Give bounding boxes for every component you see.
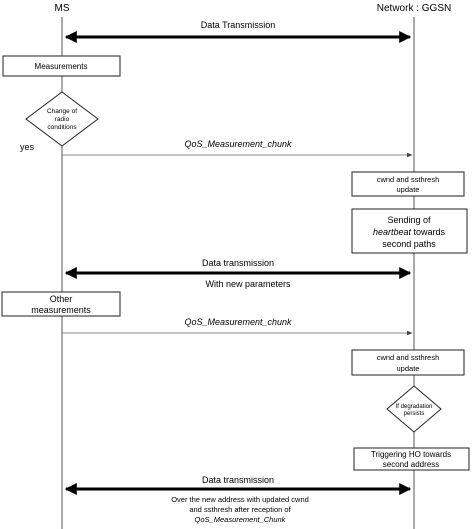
degradation-persists-line-2: persists <box>404 411 425 417</box>
degradation-persists-line-1: If degradation <box>396 404 433 410</box>
cwnd-update-2-line-2: update <box>397 364 420 373</box>
yes-label: yes <box>20 142 35 152</box>
triggering-ho-box <box>353 447 470 471</box>
final-note-line-3: QoS_Measurement_Chunk <box>195 515 287 524</box>
other-measurements-box <box>1 291 121 317</box>
participant-network-ggsn: Network : GGSN <box>377 3 451 14</box>
cwnd-update-box-2 <box>351 349 465 376</box>
change-radio-conditions-decision <box>25 91 99 147</box>
change-radio-conditions-line-3: conditions <box>47 124 77 131</box>
final-note-line-2: and ssthresh after reception of <box>189 505 291 514</box>
data-transmission-label-2: Data transmission <box>202 258 274 268</box>
data-transmission-label-3: Data transmission <box>202 475 274 485</box>
triggering-ho-line-2: second address <box>383 460 439 469</box>
change-radio-conditions-line-1: Change of <box>47 108 77 115</box>
measurements-box <box>2 55 121 77</box>
cwnd-update-1-line-1: cwnd and ssthresh <box>377 175 440 184</box>
other-measurements-line-2: measurements <box>31 305 91 315</box>
data-transmission-label-1: Data Transmission <box>201 20 276 30</box>
triggering-ho-line-1: Triggering HO towards <box>371 450 451 459</box>
final-note-line-1: Over the new address with updated cwnd <box>171 495 309 504</box>
participant-ms: MS <box>55 3 70 14</box>
sending-heartbeat-line-1: Sending of <box>387 215 431 225</box>
measurements-label: Measurements <box>35 62 88 71</box>
sending-heartbeat-line-3: second paths <box>382 239 436 249</box>
change-radio-conditions-line-2: radio <box>55 116 70 123</box>
sending-heartbeat-box <box>351 208 468 254</box>
cwnd-update-box-1 <box>351 171 465 197</box>
qos-chunk-label-2: QoS_Measurement_chunk <box>184 317 292 327</box>
degradation-persists-decision <box>386 385 442 433</box>
qos-chunk-label-1: QoS_Measurement_chunk <box>184 139 292 149</box>
sending-heartbeat-line-2: heartbeat towards <box>373 227 446 237</box>
cwnd-update-1-line-2: update <box>397 185 420 194</box>
cwnd-update-2-line-1: cwnd and ssthresh <box>377 353 440 362</box>
with-new-parameters-label: With new parameters <box>205 279 291 289</box>
other-measurements-line-1: Other <box>50 294 73 304</box>
